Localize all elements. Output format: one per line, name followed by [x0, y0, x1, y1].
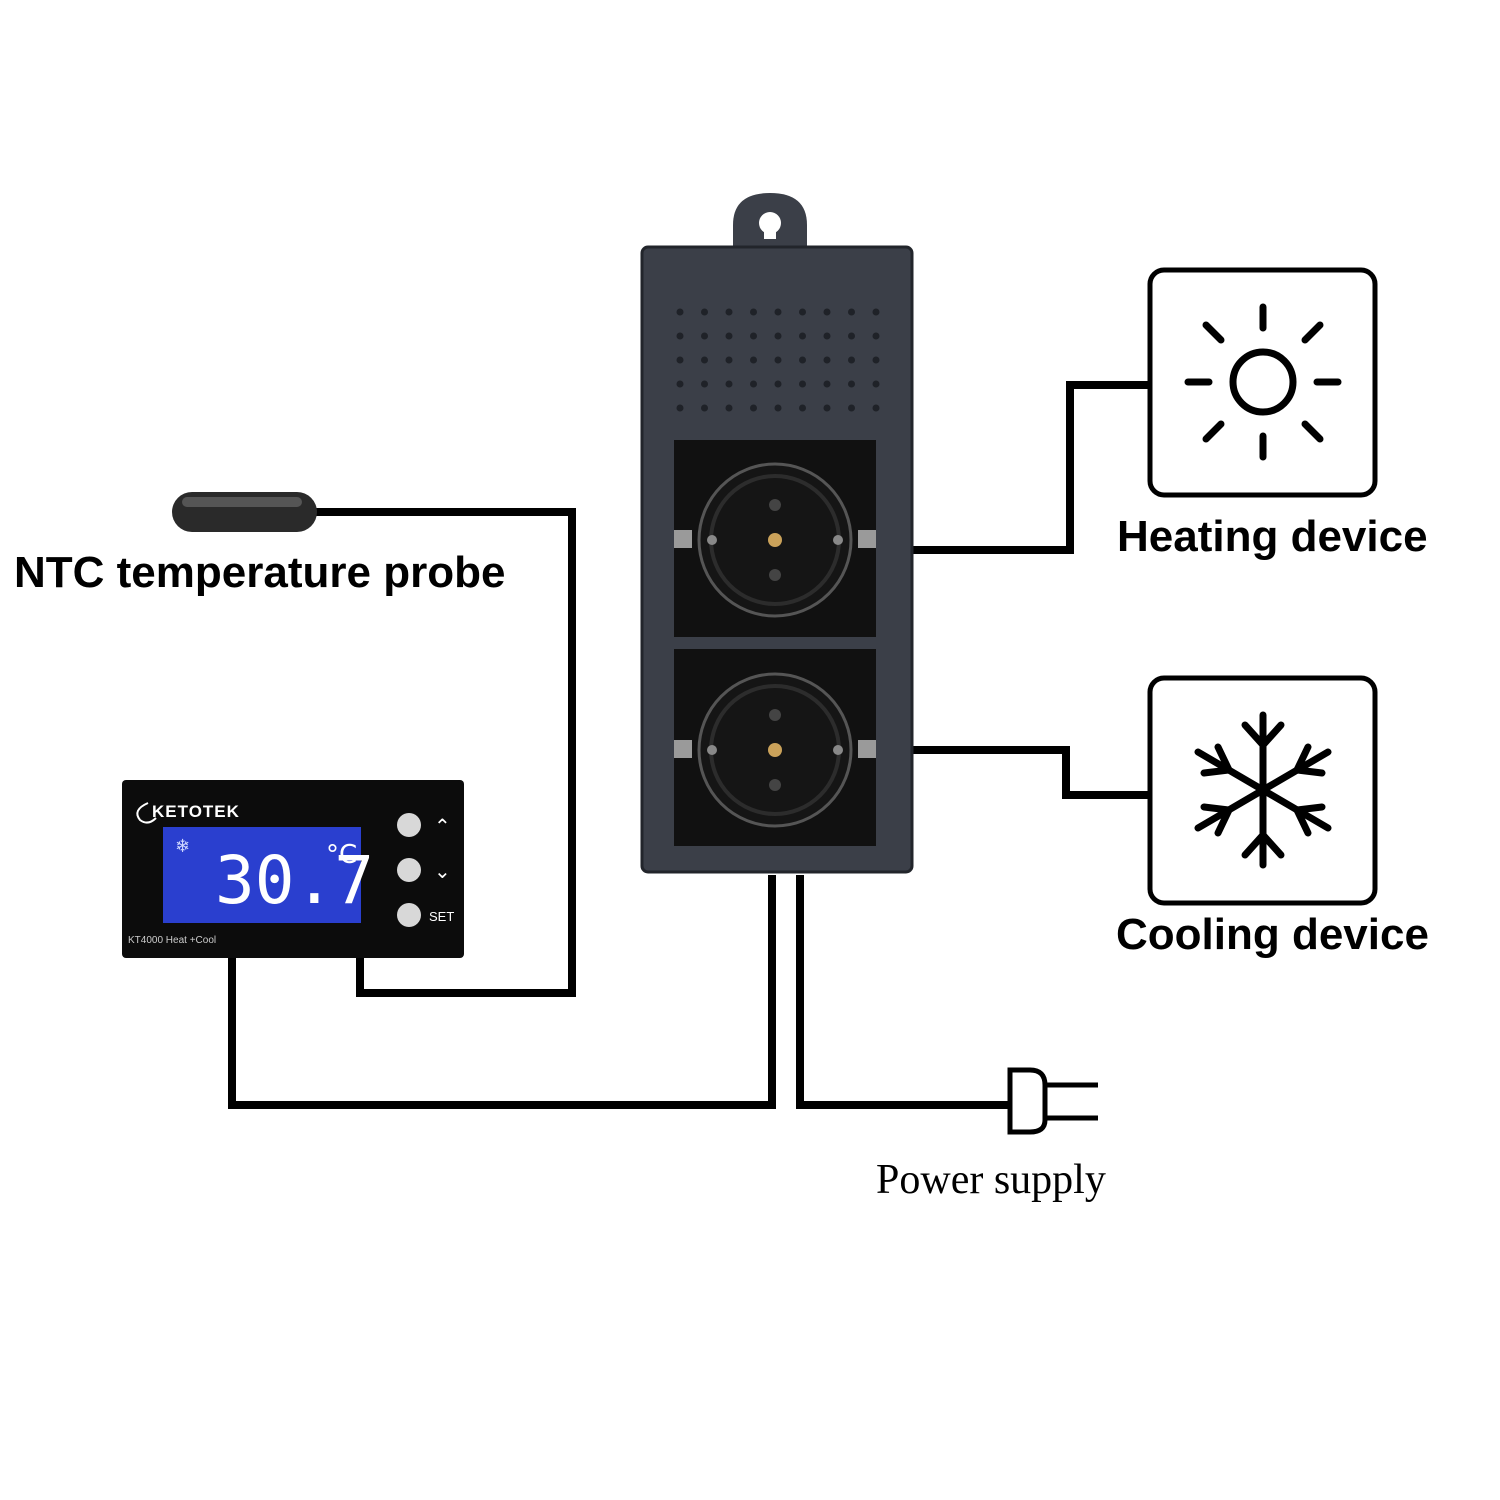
socket-bottom: [674, 649, 876, 846]
vent-hole: [725, 308, 733, 316]
controller-unit: KETOTEK ❄ 30.7 °C ⌃ ⌄ SET KT4000 Heat +C…: [122, 780, 464, 958]
sun-icon: [1184, 303, 1342, 461]
lcd-temperature: 30.7: [215, 842, 374, 919]
thermostat-housing: [640, 193, 914, 874]
set-label: SET: [429, 909, 454, 924]
ntc-probe: [172, 492, 317, 532]
vent-hole: [725, 356, 733, 364]
heating-label: Heating device: [1117, 512, 1428, 561]
vent-hole: [774, 308, 782, 316]
vent-hole: [823, 356, 831, 364]
vent-hole: [676, 332, 684, 340]
down-button[interactable]: [397, 858, 421, 882]
cooling-cable: [912, 746, 1150, 799]
plug-icon: [1007, 1067, 1098, 1135]
vent-hole: [799, 308, 806, 316]
set-button[interactable]: [397, 903, 421, 927]
vent-hole: [848, 308, 855, 316]
vent-hole: [799, 356, 806, 364]
vent-hole: [750, 356, 757, 364]
vent-hole: [799, 404, 806, 412]
vent-hole: [799, 332, 806, 340]
vent-hole: [676, 356, 684, 364]
vent-hole: [774, 332, 782, 340]
wires: [228, 381, 1150, 1109]
vent-hole: [848, 332, 855, 340]
vent-hole: [774, 380, 782, 388]
vent-hole: [848, 404, 855, 412]
vent-hole: [725, 332, 733, 340]
vent-hole: [872, 356, 880, 364]
vent-hole: [872, 332, 880, 340]
vent-hole: [701, 380, 708, 388]
vent-hole: [823, 332, 831, 340]
vent-hole: [848, 380, 855, 388]
vent-hole: [774, 404, 782, 412]
vent-hole: [872, 308, 880, 316]
lcd-mode-icon: ❄: [175, 836, 190, 857]
vent-hole: [701, 308, 708, 316]
snowflake-icon: [1194, 711, 1332, 869]
vent-hole: [823, 380, 831, 388]
vent-hole: [823, 404, 831, 412]
vent-hole: [750, 404, 757, 412]
lcd-unit: °C: [326, 840, 357, 870]
vent-hole: [676, 380, 684, 388]
socket-top: [674, 440, 876, 637]
controller-cable: [228, 875, 776, 1109]
vent-holes: [676, 308, 880, 412]
probe-label: NTC temperature probe: [14, 548, 506, 597]
vent-hole: [848, 356, 855, 364]
probe-cable: [300, 508, 576, 997]
up-arrow-icon: ⌃: [434, 814, 451, 838]
down-arrow-icon: ⌄: [434, 859, 451, 883]
vent-hole: [823, 308, 831, 316]
vent-hole: [701, 356, 708, 364]
vent-hole: [750, 308, 757, 316]
vent-hole: [774, 356, 782, 364]
controller-brand: KETOTEK: [152, 802, 240, 821]
power-label: Power supply: [876, 1157, 1106, 1203]
vent-hole: [872, 380, 880, 388]
vent-hole: [701, 404, 708, 412]
lcd-display: [163, 827, 361, 923]
cooling-device: [1147, 675, 1378, 906]
vent-hole: [725, 404, 733, 412]
vent-hole: [725, 380, 733, 388]
brand-logo-icon: [136, 802, 157, 824]
power-cable: [796, 875, 1010, 1109]
vent-hole: [676, 404, 684, 412]
vent-hole: [799, 380, 806, 388]
heating-cable: [912, 381, 1150, 554]
heating-device: [1147, 267, 1378, 498]
vent-hole: [750, 332, 757, 340]
vent-hole: [750, 380, 757, 388]
cooling-label: Cooling device: [1116, 910, 1429, 959]
up-button[interactable]: [397, 813, 421, 837]
controller-model: KT4000 Heat +Cool: [128, 935, 216, 946]
vent-hole: [701, 332, 708, 340]
vent-hole: [676, 308, 684, 316]
vent-hole: [872, 404, 880, 412]
